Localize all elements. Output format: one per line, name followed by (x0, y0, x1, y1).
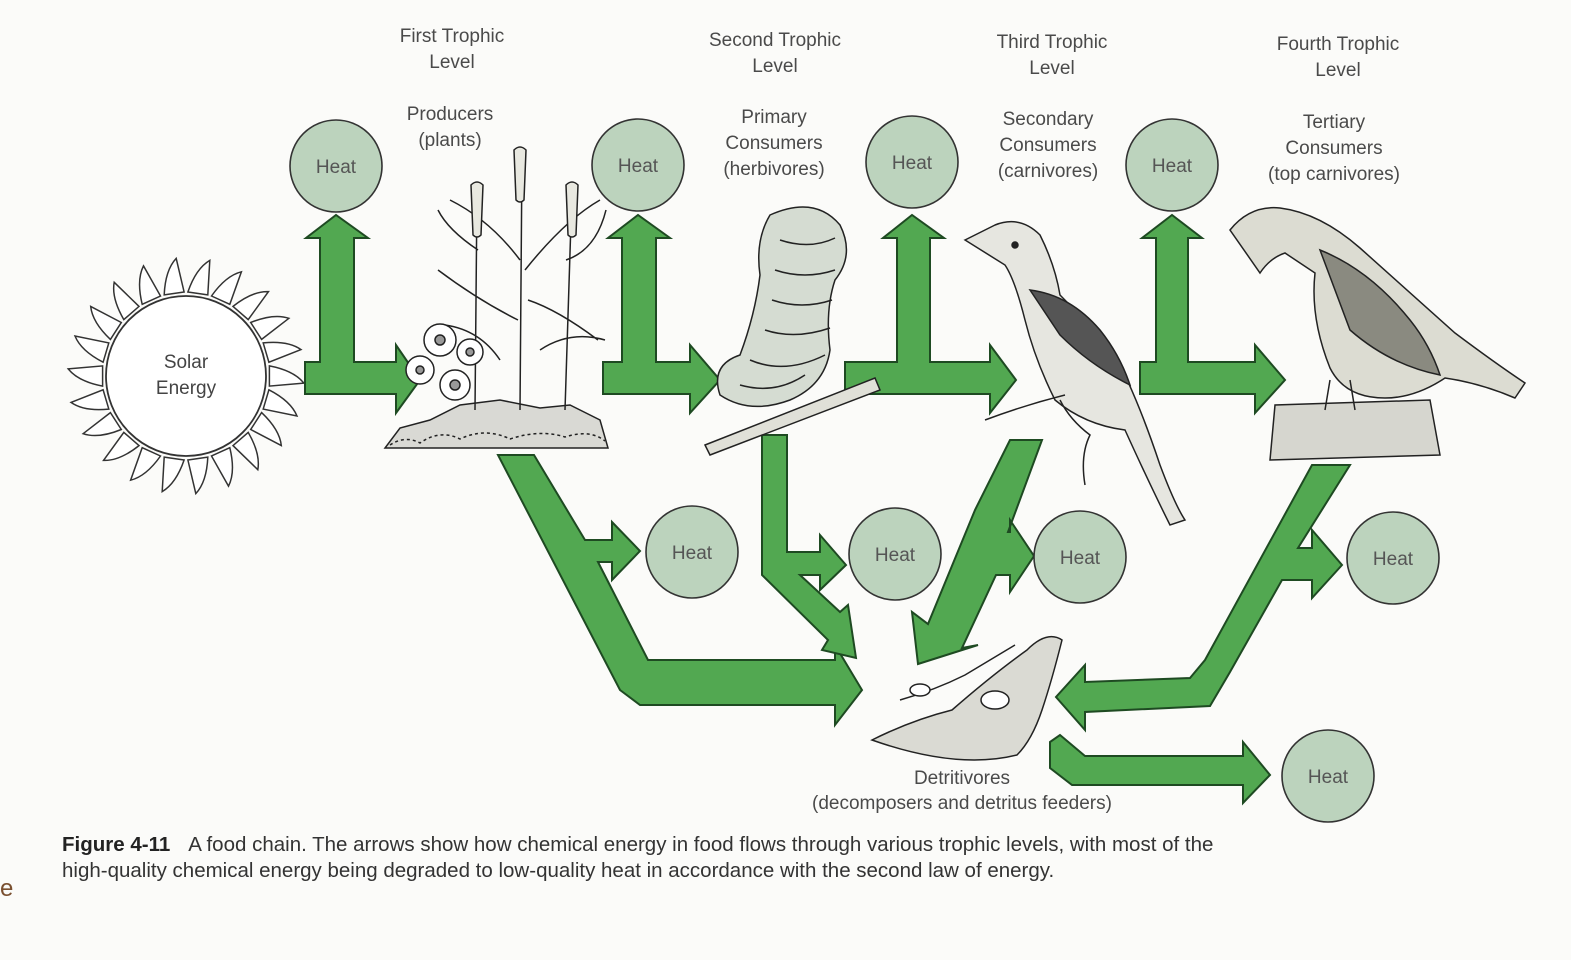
plants-illustration (385, 147, 608, 448)
level-1-label: First Trophic Level (400, 24, 505, 76)
heat-circle-9-label: Heat (1308, 767, 1349, 788)
level-2-title: Second Trophic (709, 28, 841, 54)
heat-circle-7-label: Heat (1060, 548, 1101, 569)
level-1-title-line2: Level (400, 50, 505, 76)
level-2-role: Primary Consumers (herbivores) (723, 105, 824, 183)
heat-circle-2-label: Heat (618, 156, 659, 177)
detritivores-label: Detritivores (decomposers and detritus f… (812, 766, 1112, 816)
heat-circle-5: Heat (646, 506, 738, 598)
level-3-role: Secondary Consumers (carnivores) (998, 107, 1098, 185)
level-4-role-line1: Tertiary (1268, 110, 1400, 136)
level-1-role-line1: Producers (407, 102, 494, 128)
heat-circle-5-label: Heat (672, 543, 713, 564)
level-3-title: Third Trophic (997, 30, 1108, 56)
level-2-title-line2: Level (709, 54, 841, 80)
level-2-role-line3: (herbivores) (723, 157, 824, 183)
caterpillar-illustration (705, 207, 880, 455)
arrow-sun-to-producers (305, 215, 420, 413)
heat-circle-1-label: Heat (316, 157, 357, 178)
level-4-label: Fourth Trophic Level (1277, 32, 1400, 84)
sun-icon: Solar Energy (68, 258, 304, 493)
heat-circle-1: Heat (290, 120, 382, 212)
heat-circle-4-label: Heat (1152, 156, 1193, 177)
level-3-label: Third Trophic Level (997, 30, 1108, 82)
level-1-role: Producers (plants) (407, 102, 494, 154)
heat-circle-8-label: Heat (1373, 549, 1414, 570)
level-3-role-line3: (carnivores) (998, 159, 1098, 185)
level-2-label: Second Trophic Level (709, 28, 841, 80)
heat-circle-2: Heat (592, 119, 684, 211)
level-4-role: Tertiary Consumers (top carnivores) (1268, 110, 1400, 188)
sun-label-line2: Energy (156, 378, 217, 399)
arrow-producers-to-herbivores (603, 215, 720, 413)
level-4-title-line2: Level (1277, 58, 1400, 84)
heat-circle-8: Heat (1347, 512, 1439, 604)
level-4-role-line2: Consumers (1268, 136, 1400, 162)
hawk-illustration (1230, 208, 1525, 460)
sun-label-line1: Solar (164, 352, 209, 373)
level-4-role-line3: (top carnivores) (1268, 162, 1400, 188)
detritivores-label-line2: (decomposers and detritus feeders) (812, 791, 1112, 816)
detritivores-illustration (872, 637, 1062, 760)
heat-circle-6-label: Heat (875, 545, 916, 566)
figure-number: Figure 4-11 (62, 833, 170, 856)
heat-circle-4: Heat (1126, 119, 1218, 211)
edge-glyph: e (0, 875, 13, 903)
level-3-title-line2: Level (997, 56, 1108, 82)
heat-circle-3: Heat (866, 116, 958, 208)
heat-circle-3-label: Heat (892, 153, 933, 174)
heat-circle-6: Heat (849, 508, 941, 600)
arrow-herbivores-to-detritivores (762, 435, 856, 658)
heat-circle-9: Heat (1282, 730, 1374, 822)
level-2-role-line1: Primary (723, 105, 824, 131)
figure-caption-text: A food chain. The arrows show how chemic… (62, 833, 1213, 882)
level-1-title: First Trophic (400, 24, 505, 50)
level-2-role-line2: Consumers (723, 131, 824, 157)
detritivores-label-line1: Detritivores (812, 766, 1112, 791)
level-4-title: Fourth Trophic (1277, 32, 1400, 58)
level-3-role-line2: Consumers (998, 133, 1098, 159)
heat-circle-7: Heat (1034, 511, 1126, 603)
level-1-role-line2: (plants) (407, 128, 494, 154)
level-3-role-line1: Secondary (998, 107, 1098, 133)
